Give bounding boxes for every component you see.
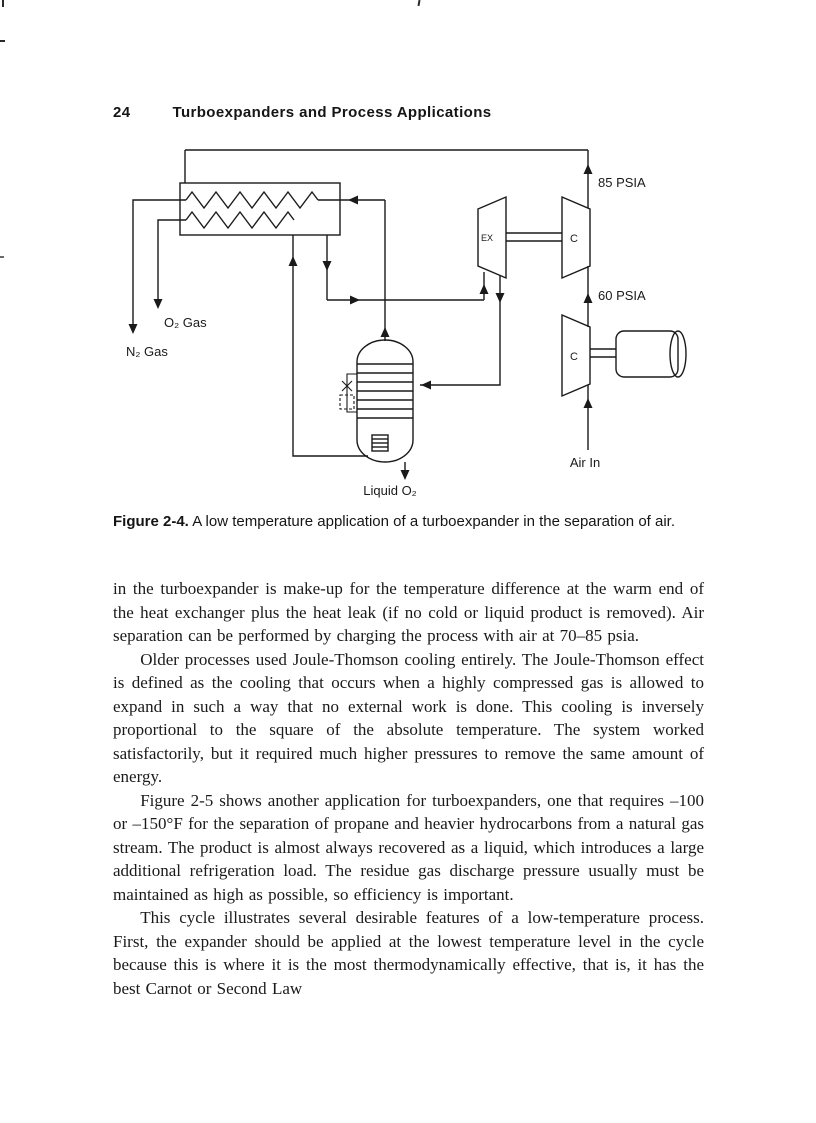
arrow-up-60psia bbox=[583, 293, 593, 303]
liquid-hatch bbox=[371, 434, 389, 452]
label-liquid-o2: Liquid O₂ bbox=[363, 483, 416, 498]
arrow-expander-outlet bbox=[495, 293, 505, 303]
label-n2-gas: N₂ Gas bbox=[126, 344, 168, 359]
figure-2-4-diagram: EX C C bbox=[126, 149, 687, 498]
arrow-o2-out bbox=[153, 299, 163, 309]
flow-arrows bbox=[128, 164, 593, 480]
expander-symbol: EX bbox=[477, 195, 507, 280]
scan-artifact bbox=[0, 40, 5, 42]
letdown-valve bbox=[339, 373, 357, 413]
compressor-top-label: C bbox=[570, 233, 578, 245]
arrow-up-to-exchanger bbox=[288, 256, 298, 266]
compressor-bottom-label: C bbox=[570, 351, 578, 363]
coil-bottom bbox=[185, 210, 295, 230]
label-85-psia: 85 PSIA bbox=[598, 175, 646, 190]
scan-artifact bbox=[2, 0, 4, 7]
arrow-into-exchanger bbox=[348, 195, 358, 205]
figure-caption-label: Figure 2-4. bbox=[113, 513, 189, 530]
arrow-liquid-o2 bbox=[400, 470, 410, 480]
shaft-expander-compressor bbox=[506, 232, 562, 242]
arrow-into-column bbox=[421, 380, 431, 390]
dashed-box bbox=[339, 394, 355, 410]
arrow-right-to-expander bbox=[350, 295, 360, 305]
paragraph-2: Older processes used Joule-Thomson cooli… bbox=[113, 649, 704, 787]
motor bbox=[590, 330, 687, 378]
arrow-down-from-exchanger bbox=[322, 261, 332, 271]
process-lines bbox=[132, 149, 589, 478]
arrow-expander-inlet bbox=[479, 284, 489, 294]
compressor-bottom-symbol: C bbox=[561, 313, 591, 398]
paragraph-1: in the turboexpander is make-up for the … bbox=[113, 579, 704, 645]
scan-artifact bbox=[0, 256, 4, 258]
paragraph-4: This cycle illustrates several desirable… bbox=[113, 908, 704, 998]
running-head: 24 Turboexpanders and Process Application… bbox=[113, 104, 713, 121]
page-number: 24 bbox=[113, 104, 131, 121]
arrow-up-85psia bbox=[583, 164, 593, 174]
arrow-n2-out bbox=[128, 324, 138, 334]
coil-top bbox=[185, 190, 319, 210]
heat-exchanger bbox=[179, 182, 341, 236]
arrow-air-in bbox=[583, 398, 593, 408]
expander-label: EX bbox=[481, 233, 493, 243]
column-trays bbox=[357, 363, 413, 419]
paragraph-3: Figure 2-5 shows another application for… bbox=[113, 790, 704, 904]
arrow-column-overhead bbox=[380, 327, 390, 337]
distillation-column bbox=[339, 339, 414, 463]
running-title: Turboexpanders and Process Applications bbox=[172, 104, 492, 121]
figure-caption: Figure 2-4. A low temperature applicatio… bbox=[113, 511, 707, 533]
figure-caption-text: A low temperature application of a turbo… bbox=[188, 513, 676, 530]
label-air-in: Air In bbox=[570, 455, 600, 470]
body-text: in the turboexpander is make-up for the … bbox=[113, 577, 704, 1000]
stream-labels: 85 PSIA 60 PSIA O₂ Gas N₂ Gas Liquid O₂ … bbox=[126, 175, 646, 498]
label-60-psia: 60 PSIA bbox=[598, 288, 646, 303]
compressor-top-symbol: C bbox=[561, 195, 591, 280]
label-o2-gas: O₂ Gas bbox=[164, 315, 207, 330]
